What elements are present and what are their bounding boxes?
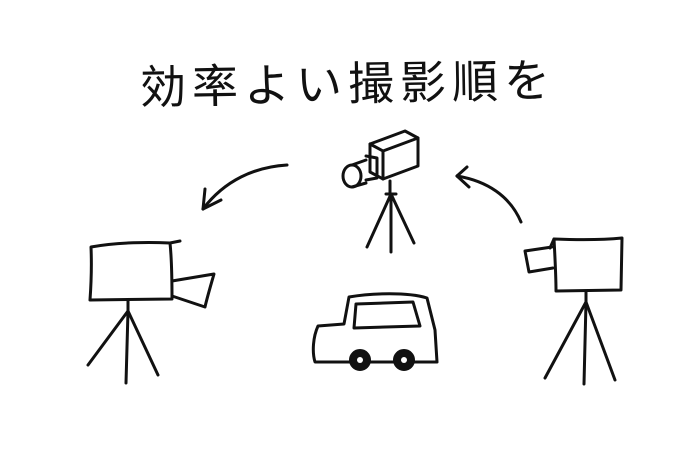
camera-top — [341, 129, 420, 254]
camera-right — [523, 236, 624, 386]
car-sketch — [311, 292, 439, 371]
camera-left — [86, 239, 216, 385]
arrow-right — [455, 165, 523, 224]
arrow-left — [201, 163, 289, 211]
